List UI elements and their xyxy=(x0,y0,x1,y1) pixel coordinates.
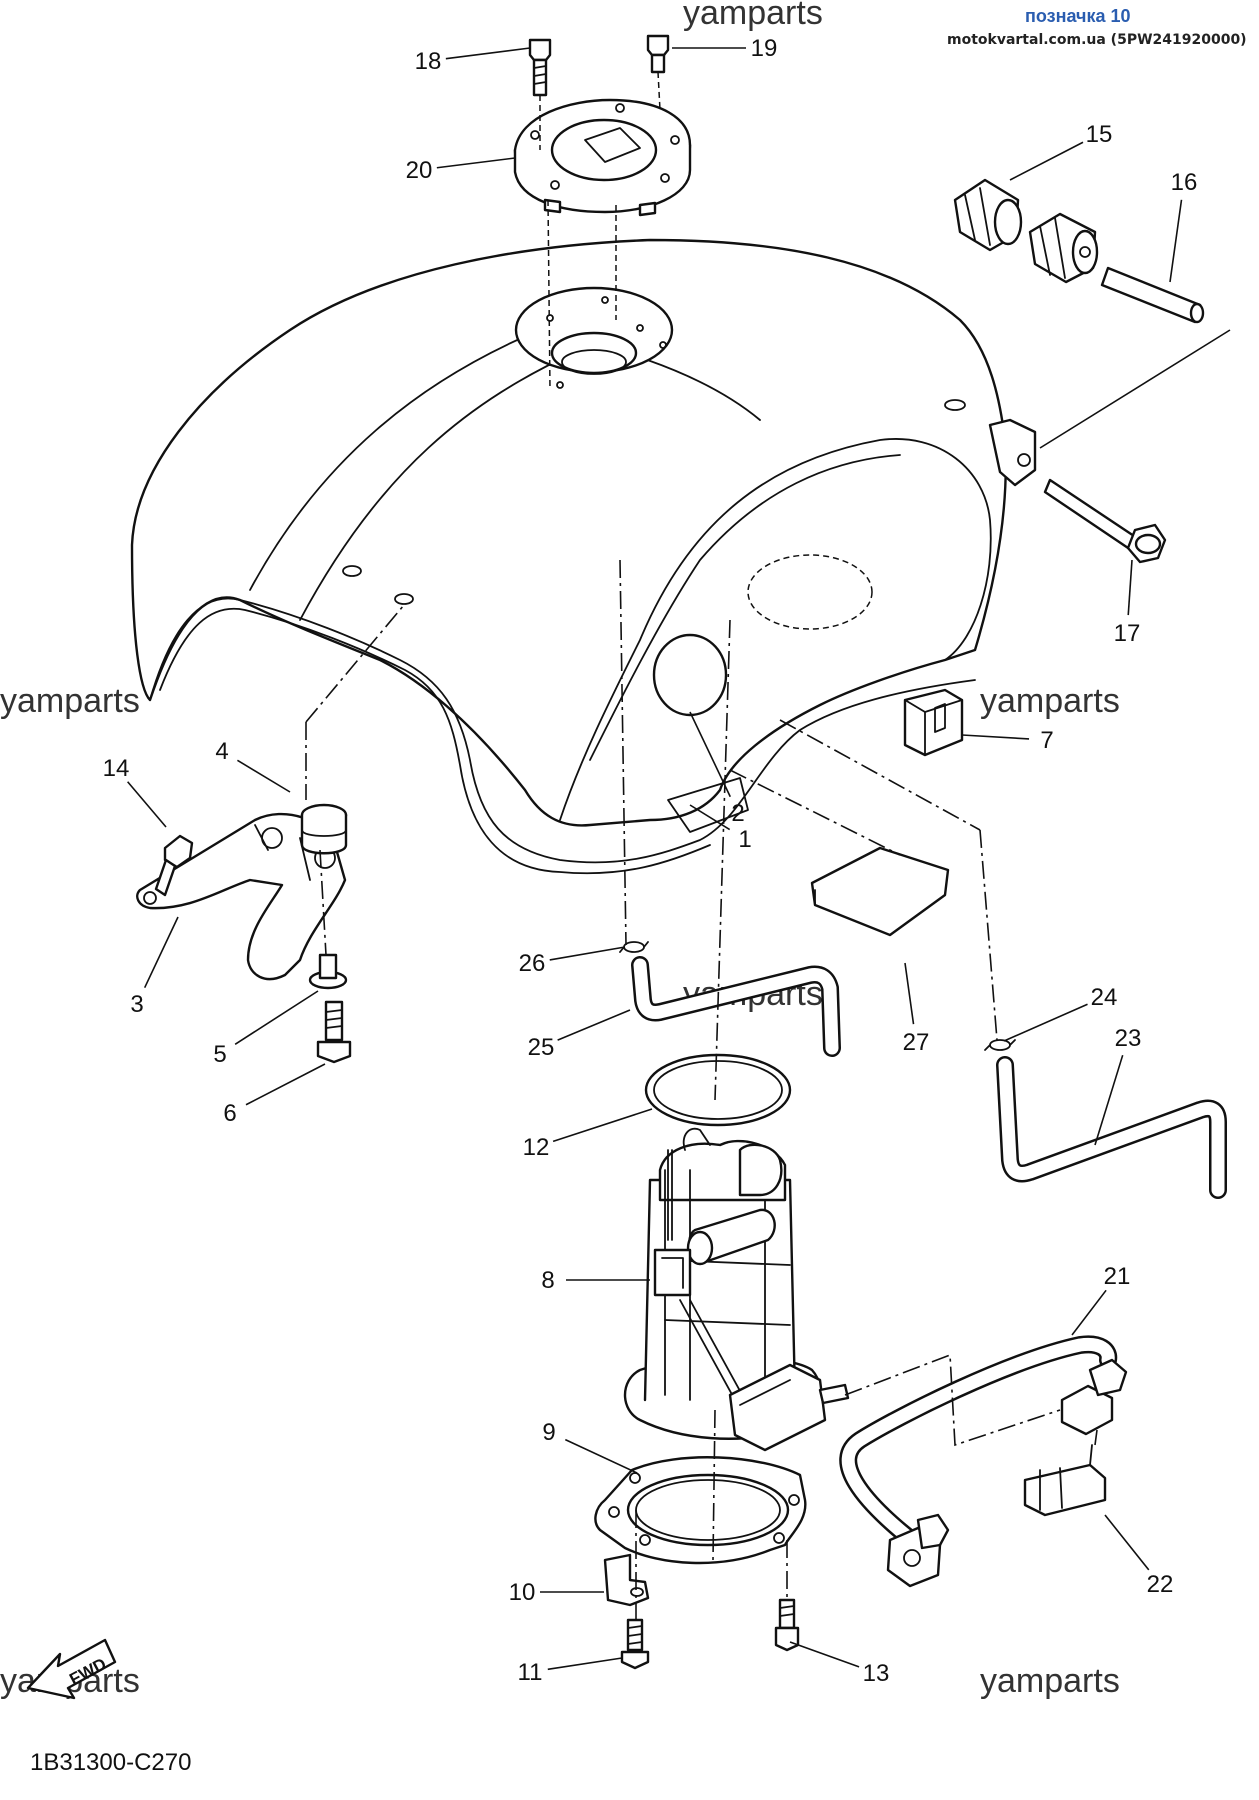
header-label: позначка 10 xyxy=(1025,6,1131,26)
damper-15 xyxy=(1028,212,1099,284)
callout-leader xyxy=(689,711,731,798)
callout-leader xyxy=(1009,141,1084,181)
callout-number-23: 23 xyxy=(1115,1025,1142,1052)
callout-number-8: 8 xyxy=(541,1267,554,1294)
guide-line xyxy=(305,604,405,723)
callout-number-17: 17 xyxy=(1114,620,1141,647)
callout-leader xyxy=(1071,1289,1107,1336)
guide-line xyxy=(844,1353,1061,1447)
guide-line xyxy=(714,619,731,1101)
callout-leader xyxy=(689,804,731,831)
guide-line xyxy=(1039,329,1231,449)
callout-leader xyxy=(961,734,1030,740)
guide-line xyxy=(979,829,998,1041)
callout-number-19: 19 xyxy=(751,35,778,62)
callout-number-5: 5 xyxy=(213,1041,226,1068)
callout-leader xyxy=(237,759,291,793)
grommet-4 xyxy=(300,803,348,855)
fuel-hose-21 xyxy=(839,1335,1128,1588)
watermark: yamparts xyxy=(980,1662,1120,1700)
diagram-code: 1B31300-C270 xyxy=(30,1749,191,1776)
callout-leader xyxy=(904,962,915,1025)
guide-line xyxy=(779,719,981,831)
screw-13 xyxy=(774,1598,800,1652)
header-source: motokvartal.com.ua (5PW241920000) xyxy=(947,32,1247,48)
pipe-16 xyxy=(1100,266,1205,324)
callout-number-1: 1 xyxy=(738,826,751,853)
guide-line xyxy=(619,559,627,946)
watermark: yamparts xyxy=(683,0,823,32)
callout-number-2: 2 xyxy=(731,800,744,827)
callout-number-12: 12 xyxy=(523,1134,550,1161)
guide-line xyxy=(712,1409,716,1561)
bolt-17 xyxy=(1043,478,1167,564)
hose-23 xyxy=(996,1056,1227,1199)
callout-leader xyxy=(552,1108,653,1143)
callout-leader xyxy=(234,990,319,1045)
watermark: yamparts xyxy=(980,682,1120,720)
clip-24 xyxy=(984,1039,1016,1051)
callout-number-20: 20 xyxy=(406,157,433,184)
callout-leader xyxy=(436,157,516,169)
clip-22 xyxy=(1023,1444,1107,1517)
damper-15 xyxy=(953,178,1023,252)
callout-leader xyxy=(547,1657,623,1671)
callout-number-10: 10 xyxy=(509,1579,536,1606)
callout-number-11: 11 xyxy=(518,1659,543,1686)
callout-number-15: 15 xyxy=(1086,121,1113,148)
callout-leader xyxy=(549,946,626,961)
hose-25 xyxy=(631,956,841,1057)
fuel-pump-8 xyxy=(623,1127,850,1452)
callout-leader xyxy=(143,916,179,989)
callout-leader xyxy=(564,1438,638,1474)
callout-number-16: 16 xyxy=(1171,169,1198,196)
damper-7 xyxy=(903,688,964,757)
fwd-arrow-icon: FWD xyxy=(26,1638,117,1700)
guide-line xyxy=(1094,1429,1098,1446)
callout-number-21: 21 xyxy=(1104,1263,1131,1290)
callout-number-24: 24 xyxy=(1091,984,1118,1011)
callout-number-14: 14 xyxy=(103,755,130,782)
filler-cap-assembly xyxy=(513,34,692,217)
callout-number-27: 27 xyxy=(903,1029,930,1056)
bracket-10 xyxy=(603,1553,650,1607)
guide-line xyxy=(729,769,901,856)
callout-number-7: 7 xyxy=(1040,727,1053,754)
callout-leader xyxy=(245,1063,326,1106)
callout-leader xyxy=(789,1641,860,1668)
callout-leader xyxy=(445,47,531,60)
fuel-tank xyxy=(130,238,1037,875)
bolt-14 xyxy=(154,834,194,897)
callout-leader xyxy=(127,781,167,828)
callout-number-26: 26 xyxy=(519,950,546,977)
collar-5 xyxy=(308,953,348,990)
callout-leader xyxy=(1127,559,1133,616)
screw-11 xyxy=(620,1618,650,1670)
callout-number-25: 25 xyxy=(528,1034,555,1061)
pad-27 xyxy=(810,846,950,937)
callout-number-4: 4 xyxy=(215,738,228,765)
callout-number-18: 18 xyxy=(415,48,442,75)
callout-number-22: 22 xyxy=(1147,1571,1174,1598)
callout-leader xyxy=(1094,1054,1124,1146)
callout-number-3: 3 xyxy=(130,991,143,1018)
bolt-18 xyxy=(528,38,552,97)
o-ring-12 xyxy=(644,1053,792,1127)
guide-line xyxy=(657,71,661,111)
callout-number-13: 13 xyxy=(863,1660,890,1687)
watermark: yamparts xyxy=(0,682,140,720)
bolt-19 xyxy=(646,34,670,74)
callout-leader xyxy=(1169,199,1183,283)
callout-leader xyxy=(1104,1514,1150,1571)
callout-leader xyxy=(557,1009,631,1041)
callout-number-6: 6 xyxy=(223,1100,236,1127)
retainer-9 xyxy=(594,1456,807,1565)
callout-number-9: 9 xyxy=(542,1419,555,1446)
callout-leader xyxy=(1003,1003,1088,1042)
guide-line xyxy=(319,849,327,956)
bolt-6 xyxy=(316,1000,352,1064)
guide-line xyxy=(547,199,551,391)
